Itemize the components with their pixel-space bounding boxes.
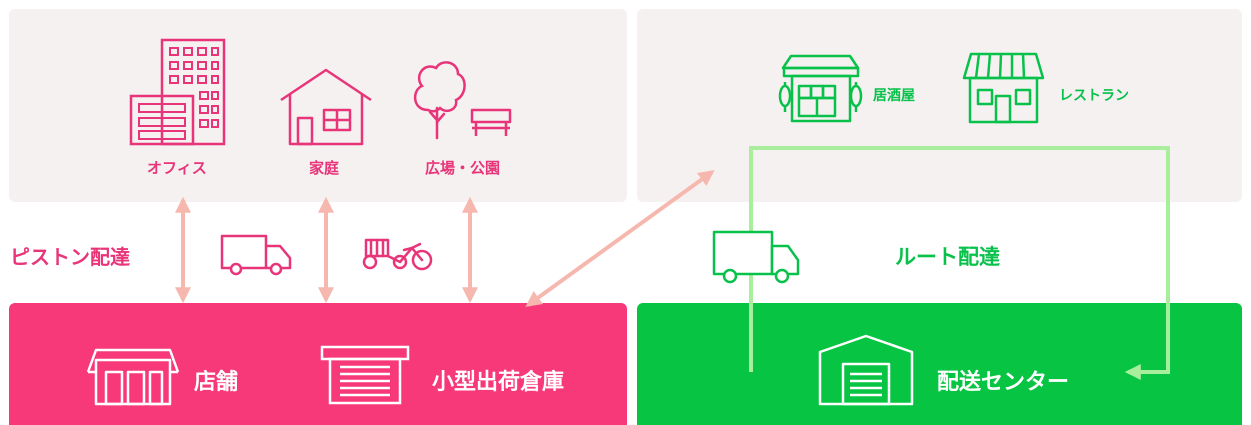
route-delivery-label: ルート配達 (895, 245, 1000, 269)
route-line (749, 146, 1170, 380)
delivery-truck-icon (712, 230, 800, 284)
tree-icon (414, 61, 466, 140)
office-label: オフィス (147, 159, 207, 177)
park-label: 広場・公園 (425, 159, 501, 177)
izakaya-icon (778, 54, 863, 123)
warehouse-icon (320, 345, 410, 405)
piston-delivery-label: ピストン配達 (10, 245, 130, 269)
warehouse-label: 小型出荷倉庫 (432, 370, 565, 395)
destination-area-left (9, 9, 627, 202)
izakaya-label: 居酒屋 (873, 88, 915, 104)
store-icon (86, 348, 180, 406)
house-icon (280, 68, 372, 146)
home-label: 家庭 (309, 159, 340, 177)
restaurant-label: レストラン (1059, 88, 1129, 104)
hub-area-right (637, 303, 1242, 425)
cargo-bike-icon (362, 238, 433, 271)
store-label: 店舗 (194, 370, 239, 395)
piston-arrows (175, 170, 715, 307)
delivery-van-icon (220, 234, 292, 276)
bench-icon (470, 108, 512, 136)
office-building-icon (129, 38, 226, 146)
restaurant-icon (962, 52, 1045, 124)
distribution-center-icon (818, 334, 914, 406)
destination-area-right (637, 9, 1242, 202)
distribution-center-label: 配送センター (937, 370, 1070, 395)
